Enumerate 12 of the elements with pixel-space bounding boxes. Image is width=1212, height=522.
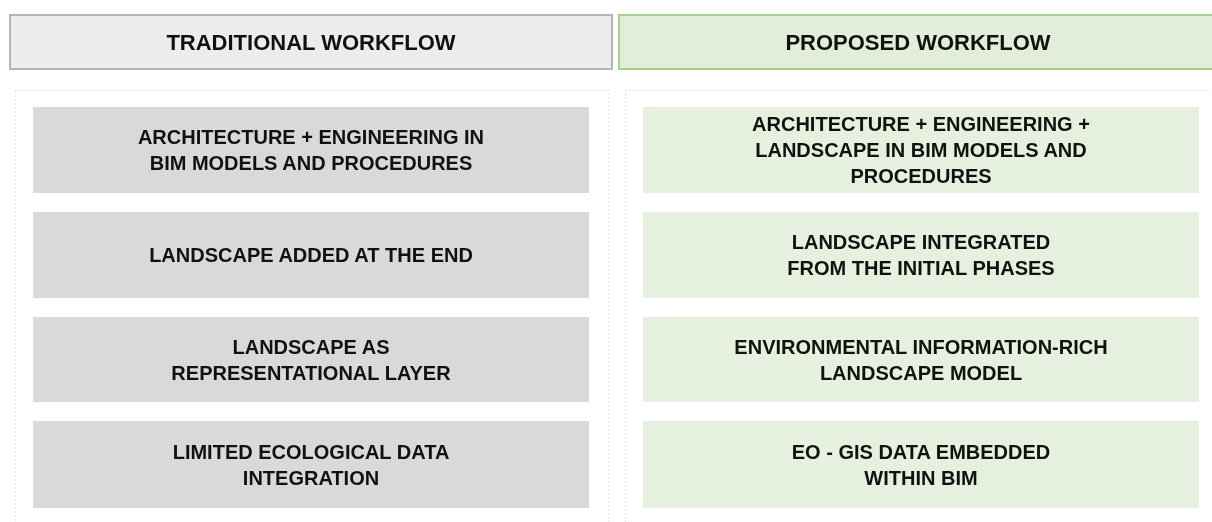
dotted-frame xyxy=(625,90,1212,522)
process-box: LANDSCAPE AS REPRESENTATIONAL LAYER xyxy=(33,317,589,402)
column-header: PROPOSED WORKFLOW xyxy=(618,14,1212,70)
process-box: LANDSCAPE ADDED AT THE END xyxy=(33,212,589,298)
column-header: TRADITIONAL WORKFLOW xyxy=(9,14,613,70)
process-box: ARCHITECTURE + ENGINEERING + LANDSCAPE IN BIM MODELS AND PROCEDURES xyxy=(643,107,1199,193)
process-box: ARCHITECTURE + ENGINEERING IN BIM MODELS AND PROCEDURES xyxy=(33,107,589,193)
process-box: ENVIRONMENTAL INFORMATION-RICH LANDSCAPE MODEL xyxy=(643,317,1199,402)
process-box: LANDSCAPE INTEGRATED FROM THE INITIAL PHASES xyxy=(643,212,1199,298)
process-box: EO - GIS DATA EMBEDDED WITHIN BIM xyxy=(643,421,1199,508)
dotted-frame xyxy=(15,90,608,522)
process-box: LIMITED ECOLOGICAL DATA INTEGRATION xyxy=(33,421,589,508)
